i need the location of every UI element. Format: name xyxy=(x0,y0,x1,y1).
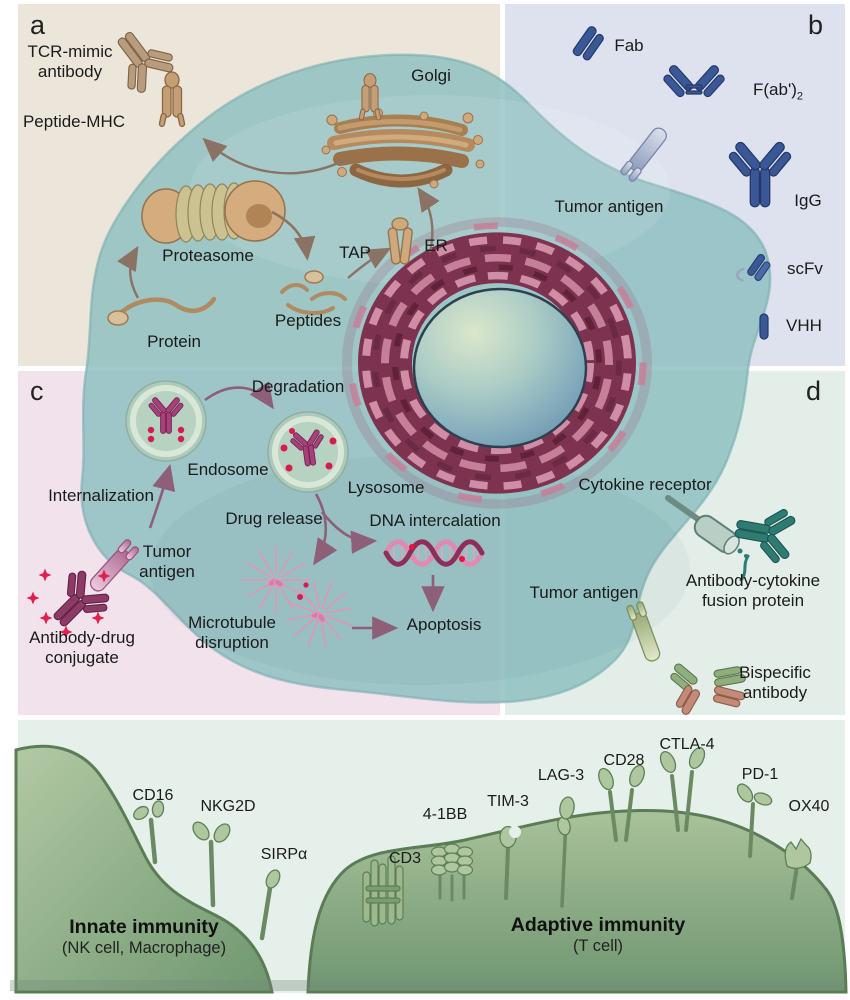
pathway-arrows-c xyxy=(148,381,445,640)
label-tim-3: TIM-3 xyxy=(487,793,529,810)
label-apoptosis: Apoptosis xyxy=(406,615,482,634)
label-cd3: CD3 xyxy=(388,850,421,867)
label-4-1bb: 4-1BB xyxy=(422,806,468,823)
label-fab: Fab xyxy=(614,36,644,55)
label-degradation: Degradation xyxy=(251,377,345,396)
receptor-cd28 xyxy=(598,764,645,842)
label-er: ER xyxy=(424,236,448,255)
label-igg: IgG xyxy=(794,191,822,210)
vhh-icon xyxy=(759,313,769,340)
label-dna-intercalation: DNA intercalation xyxy=(369,511,501,530)
label-vhh: VHH xyxy=(786,316,822,335)
panel-letter-d: d xyxy=(806,376,822,406)
pathway-arrows-a xyxy=(117,137,440,299)
label-nkg2d: NKG2D xyxy=(200,798,256,815)
label-peptide-mhc: Peptide-MHC xyxy=(22,112,126,131)
label-sirpa: SIRPα xyxy=(260,846,308,863)
tap-transporter-icon xyxy=(387,217,413,265)
igg-icon xyxy=(725,140,795,208)
er-ring xyxy=(342,217,652,509)
panel-letter-b: b xyxy=(808,10,824,40)
dna-icon xyxy=(383,539,485,567)
label-drug-release: Drug release xyxy=(225,509,323,528)
label-ctla-4: CTLA-4 xyxy=(659,736,715,753)
receptor-cd16 xyxy=(133,800,165,865)
endosome-icon xyxy=(125,380,207,462)
label-cd28: CD28 xyxy=(603,752,645,769)
label-pd-1: PD-1 xyxy=(741,766,779,783)
label-protein: Protein xyxy=(147,332,201,351)
lysosome-icon xyxy=(267,411,349,493)
bispecific-antibody-icon xyxy=(670,663,746,715)
peptide-mhc-icon xyxy=(158,71,186,128)
scfv-icon xyxy=(736,253,771,282)
label-scfv: scFv xyxy=(787,259,823,278)
receptor-ctla-4 xyxy=(659,747,706,832)
proteasome-icon xyxy=(141,180,286,244)
label-adaptive-immunity: Adaptive immunity (T cell) xyxy=(510,914,686,955)
spindle-icon xyxy=(241,545,365,659)
fab2-icon xyxy=(659,63,729,100)
peptides-icon xyxy=(280,270,347,315)
receptor-cd3 xyxy=(362,855,404,927)
label-proteasome: Proteasome xyxy=(162,246,254,265)
label-lag-3: LAG-3 xyxy=(537,767,585,784)
panel-letter-a: a xyxy=(30,10,46,40)
label-tap: TAP xyxy=(339,243,371,262)
receptor-nkg2d xyxy=(192,821,231,908)
label-golgi: Golgi xyxy=(411,66,451,85)
label-innate-immunity: Innate immunity (NK cell, Macrophage) xyxy=(61,916,227,957)
label-tumor-antigen-b: Tumor antigen xyxy=(554,197,664,216)
receptor-4-1bb xyxy=(430,843,474,902)
label-internalization: Internalization xyxy=(48,486,154,505)
nucleus xyxy=(412,287,588,449)
nk-cell xyxy=(14,744,274,994)
golgi-icon xyxy=(321,108,485,189)
label-cd16: CD16 xyxy=(132,787,174,804)
receptor-pd-1 xyxy=(736,783,773,858)
receptor-tim-3 xyxy=(499,825,521,900)
label-cytokine-receptor: Cytokine receptor xyxy=(578,475,712,494)
label-endosome: Endosome xyxy=(187,460,269,479)
cytokine-receptor-icon xyxy=(665,495,748,558)
panel-letter-c: c xyxy=(30,376,44,406)
label-peptides: Peptides xyxy=(274,311,342,330)
receptor-ox40 xyxy=(784,837,812,900)
receptor-lag-3 xyxy=(557,796,575,908)
label-fab2: F(ab')2 xyxy=(753,80,803,103)
antibody-cytokine-fusion-icon xyxy=(730,498,800,582)
label-lysosome: Lysosome xyxy=(347,478,425,497)
fab-icon xyxy=(572,26,604,61)
receptor-sirpa xyxy=(259,869,281,941)
label-ox40: OX40 xyxy=(788,798,830,815)
protein-icon xyxy=(107,296,217,326)
label-tumor-antigen-d: Tumor antigen xyxy=(529,583,639,602)
